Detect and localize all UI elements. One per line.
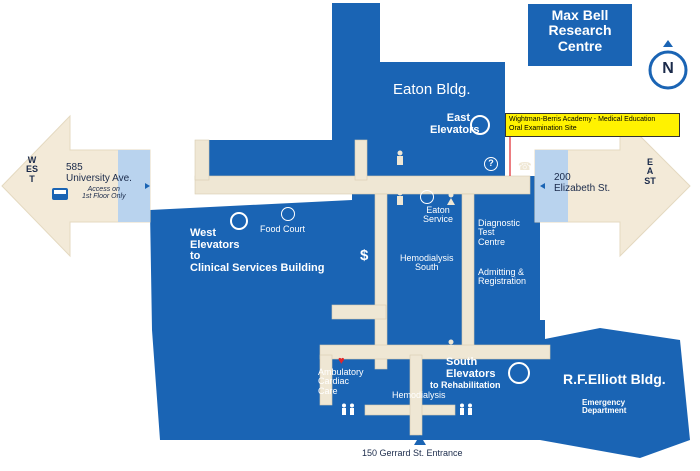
west-block	[150, 200, 352, 440]
entrance-pointer-icon	[414, 435, 426, 445]
washroom-icon-3	[446, 192, 456, 206]
food-court-label: Food Court	[260, 224, 306, 234]
hemodialysis-south-label: Hemodialysis South	[400, 253, 454, 273]
west-street-name: University Ave.	[66, 173, 132, 184]
rf-elliott-building-label: R.F.Elliott Bldg.	[563, 371, 666, 387]
west-corridor-stub	[194, 139, 210, 181]
atm-dollar-icon: $	[360, 247, 369, 264]
west-arrow	[1, 114, 151, 258]
eaton-building-label: Eaton Bldg.	[393, 81, 471, 98]
compass-north-label: N	[662, 60, 674, 77]
east-street-number: 200	[554, 172, 571, 183]
wightman-berris-callout[interactable]: Wightman-Berris Academy - Medical Educat…	[505, 113, 680, 137]
washroom-icon-5	[340, 402, 356, 415]
south-elevator-icon	[508, 362, 530, 384]
information-icon: ?	[484, 157, 498, 171]
washroom-icon	[396, 150, 404, 166]
corridors	[194, 139, 551, 436]
eaton-service-label: Eaton Service	[423, 205, 454, 225]
west-elevators-label: West Elevators to Clinical Services Buil…	[190, 227, 325, 274]
eaton-building	[332, 3, 505, 176]
west-elevator-icon	[230, 212, 248, 230]
east-elevator-icon	[470, 115, 490, 135]
eaton-service-icon	[420, 190, 434, 204]
west-access-note: Access on 1st Floor Only	[82, 186, 126, 201]
washroom-icon-4	[446, 338, 456, 351]
ambulatory-cardiac-care-label: Ambulatory Cardiac Care	[318, 367, 364, 396]
washroom-icon-2	[396, 190, 404, 206]
hemodialysis-label: Hemodialysis	[392, 390, 446, 400]
admitting-registration-label: Admitting & Registration	[478, 267, 527, 287]
east-street-name: Elizabeth St.	[554, 183, 611, 194]
gerrard-entrance-label: 150 Gerrard St. Entrance	[362, 448, 463, 458]
east-block	[460, 176, 540, 340]
callout-line-1: Wightman-Berris Academy - Medical Educat…	[509, 116, 656, 123]
compass	[648, 40, 688, 90]
south-west-corridor	[331, 304, 387, 320]
north-corridor-stub	[354, 139, 368, 181]
south-east-west-corridor	[319, 344, 551, 360]
west-direction-label: WEST	[26, 155, 39, 184]
heart-icon: ♥	[338, 355, 345, 367]
callout-line-2: Oral Examination Site	[509, 125, 577, 133]
diagnostic-test-centre-label: Diagnostic Test Centre	[478, 218, 521, 247]
telephone-icon: ☎	[518, 161, 532, 173]
east-north-south-corridor	[461, 193, 475, 360]
bus-icon	[52, 188, 68, 200]
washroom-icon-6	[458, 402, 474, 415]
west-arm	[195, 140, 355, 176]
rf-elliott-building	[540, 328, 690, 458]
west-pointer-icon	[145, 183, 150, 189]
emergency-department-label: Emergency Department	[582, 398, 627, 416]
south-entrance-corridor	[409, 354, 423, 436]
south-west-vertical	[319, 354, 333, 406]
max-bell-building	[528, 4, 632, 66]
east-elevators-label: East Elevators	[430, 112, 480, 136]
east-arrow	[534, 114, 691, 258]
central-north-south-corridor	[374, 193, 388, 370]
east-pointer-icon	[540, 183, 545, 189]
east-direction-label: EAST	[644, 157, 656, 186]
west-street-number: 585	[66, 162, 83, 173]
food-court-icon	[281, 207, 295, 221]
max-bell-label: Max Bell Research Centre	[548, 7, 612, 54]
south-elevators-label: South Elevators	[446, 356, 496, 380]
to-rehabilitation-label: to Rehabilitation	[430, 380, 501, 390]
